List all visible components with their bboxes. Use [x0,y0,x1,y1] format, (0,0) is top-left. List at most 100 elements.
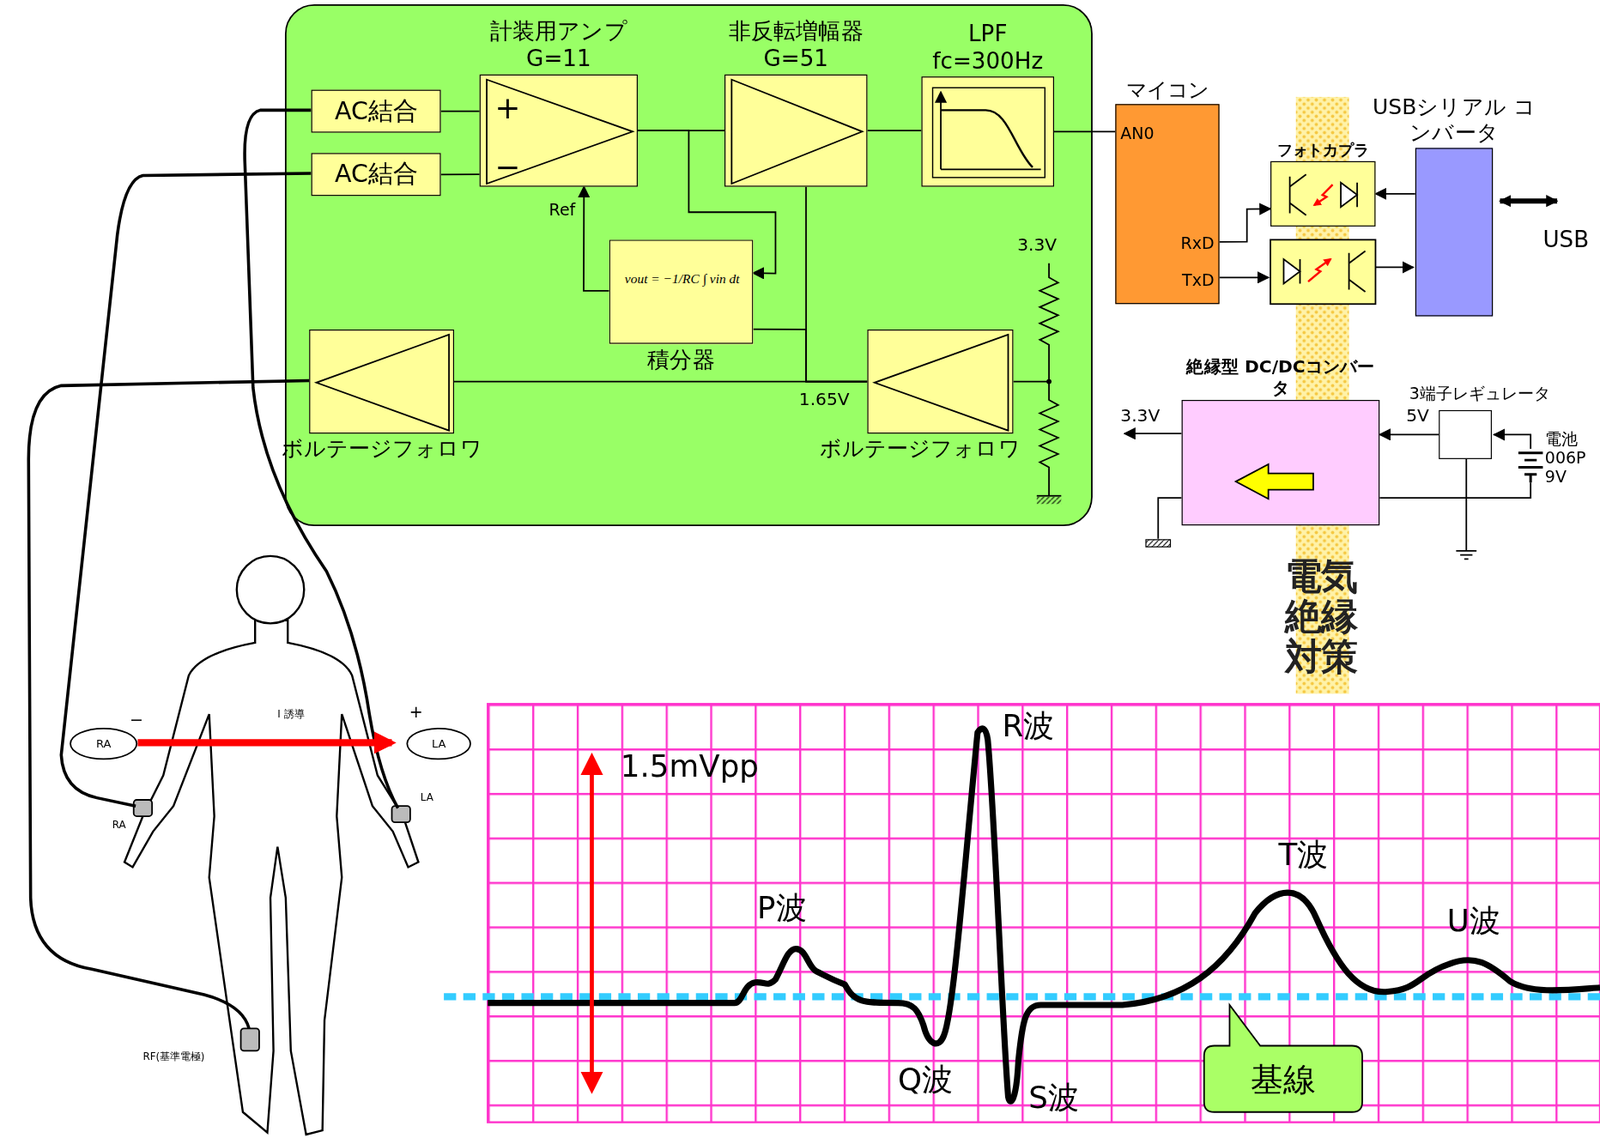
node-shape [1271,162,1375,226]
voltage-follower: ボルテージフォロワ [309,329,455,434]
noninverting-amp: 非反転増幅器 G=51 [724,74,867,188]
coupling-box: AC結合 [311,90,442,134]
drawing-path [28,380,310,1029]
connector [1054,130,1116,133]
drawing-path [1465,459,1467,552]
ecg-grid [487,703,1600,1122]
amplitude-arrow [589,757,594,1091]
usb-serial-converter: USBシリアル コンバータ [1415,147,1493,316]
ground-symbol [1145,539,1171,547]
drawing-polyline [1308,259,1331,282]
drawing-rect [133,800,152,817]
drawing-path [1036,495,1062,497]
integrator: vout = −1/RC ∫ vin dt積分器 [609,239,754,344]
node-shape [922,77,1054,186]
connector [441,110,480,113]
amplitude-label: 1.5mVpp [620,747,759,785]
connector [1375,193,1415,195]
drawing-path [1518,453,1544,483]
electrode-label: RF(基準電極) [142,1050,205,1063]
drawing-path [1493,434,1531,449]
body-figure [124,556,419,1135]
node-text: ボルテージフォロワ [281,436,483,463]
voltage-label: 5V [1406,405,1430,426]
divider-resistors [1012,263,1061,497]
optocoupler-bottom [1270,239,1376,304]
pin-label: Ref [549,200,576,220]
polarity-sign: − [129,709,144,730]
drawing-rect [241,1028,260,1051]
ground-symbol [1036,496,1062,504]
polarity-sign: + [409,702,424,722]
node-text: AC結合 [334,159,418,189]
electrodes [133,800,411,1051]
regulator: 3端子レギュレータ [1438,410,1492,460]
drawing-rect [391,806,410,823]
electrode-ellipse: RA [69,727,139,761]
ecg-wave [487,728,1600,1102]
drawing-rect [1270,239,1376,304]
drawing-path [1379,482,1531,498]
battery-symbol [1518,453,1544,483]
voltage-label: 1.65V [799,388,850,410]
drawing-polygon [1283,259,1300,285]
node-text: AC結合 [334,96,418,126]
node-text: RA [96,737,112,752]
drawing-path [1012,381,1049,383]
node-text: 絶縁型 DC/DCコンバータ [1186,356,1376,398]
drawing-polygon [1340,182,1358,208]
drawing-polygon [1236,464,1314,499]
node-text: LPF fc=300Hz [922,20,1054,75]
wave-label: U波 [1447,903,1501,940]
electrode-label: LA [420,791,434,804]
drawing-path [1219,276,1269,279]
drawing-path [940,91,1042,170]
drawing-ellipse [406,728,471,760]
node-shape [1182,400,1379,525]
node-text: − [495,149,522,187]
node-shape [309,330,453,433]
drawing-path [1204,1005,1363,1113]
node-text: vout = −1/RC ∫ vin dt [614,269,751,290]
callout-box: 基線 [1204,1045,1363,1112]
wave-label: P波 [757,890,807,928]
drawing-polygon [316,334,450,431]
lead-label: I 誘導 [277,708,304,721]
microcontroller: マイコンAN0RxDTxD [1115,103,1219,304]
lead-arrow [137,739,392,746]
usb-arrow [1500,198,1558,204]
dcdc-converter: 絶縁型 DC/DCコンバータ [1181,400,1381,526]
node-text: マイコン [1106,77,1230,103]
electrode-label: RA [112,819,127,832]
node-text: RxD [1181,233,1215,254]
node-text: 計装用アンプ G=11 [477,18,641,73]
node-text: AN0 [1120,123,1154,144]
optocoupler: フォトカプラ [1270,161,1376,227]
drawing-rect [933,87,1046,178]
drawing-polygon [874,334,1009,431]
drawing-path [940,109,1033,168]
connector [866,129,922,132]
voltage-label: 3.3V [1017,234,1057,255]
wave-label: R波 [1001,708,1054,746]
node-shape [868,330,1013,433]
wave-label: S波 [1028,1079,1079,1117]
connector [441,173,480,176]
lowpass-filter: LPF fc=300Hz [921,76,1055,187]
drawing-path [1124,432,1182,435]
junction-dot [1046,379,1052,385]
connector [1379,433,1439,436]
earth-symbol [1455,551,1477,560]
drawing-path [1375,266,1413,269]
battery-label: 電池 006P 9V [1545,430,1596,488]
isolation-label: 電気絶縁対策 [1284,556,1359,678]
node-text: ボルテージフォロワ [819,436,1021,463]
drawing-polygon [731,79,862,184]
connector [1219,208,1271,243]
node-text: 非反転増幅器 G=51 [714,18,878,73]
drawing-path [1039,263,1058,497]
drawing-circle [236,556,304,624]
instrumentation-amp: 計装用アンプ G=11+− [479,74,638,188]
node-text: フォトカプラ [1256,140,1390,159]
